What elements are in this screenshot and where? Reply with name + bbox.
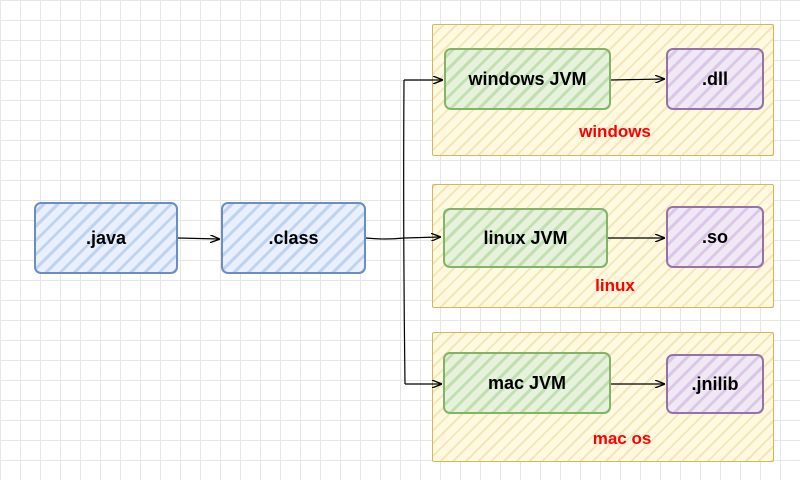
arrow-java-to-class — [177, 238, 219, 239]
mac-os-group-label: mac os — [592, 429, 652, 448]
windows-jvm-box: windows JVM — [444, 48, 611, 110]
windows-group-label: windows — [579, 122, 651, 141]
line-class-to-branch — [365, 237, 405, 240]
dll-label: .dll — [702, 68, 728, 89]
so-label: .so — [701, 226, 728, 247]
jnilib-label: .jnilib — [691, 373, 739, 394]
windows-jvm-label: windows JVM — [468, 68, 587, 89]
linux-jvm-box: linux JVM — [443, 208, 608, 268]
java-source-label: .java — [85, 227, 127, 248]
class-file-box: .class — [221, 202, 366, 274]
linux-jvm-label: linux JVM — [483, 227, 568, 248]
jnilib-box: .jnilib — [666, 354, 764, 414]
linux-group-label: linux — [595, 276, 635, 295]
class-file-label: .class — [268, 227, 319, 248]
java-source-box: .java — [34, 202, 178, 274]
so-box: .so — [666, 206, 764, 268]
dll-box: .dll — [666, 48, 764, 110]
mac-jvm-box: mac JVM — [443, 352, 611, 414]
mac-jvm-label: mac JVM — [487, 372, 567, 393]
line-branch-trunk — [403, 79, 406, 385]
